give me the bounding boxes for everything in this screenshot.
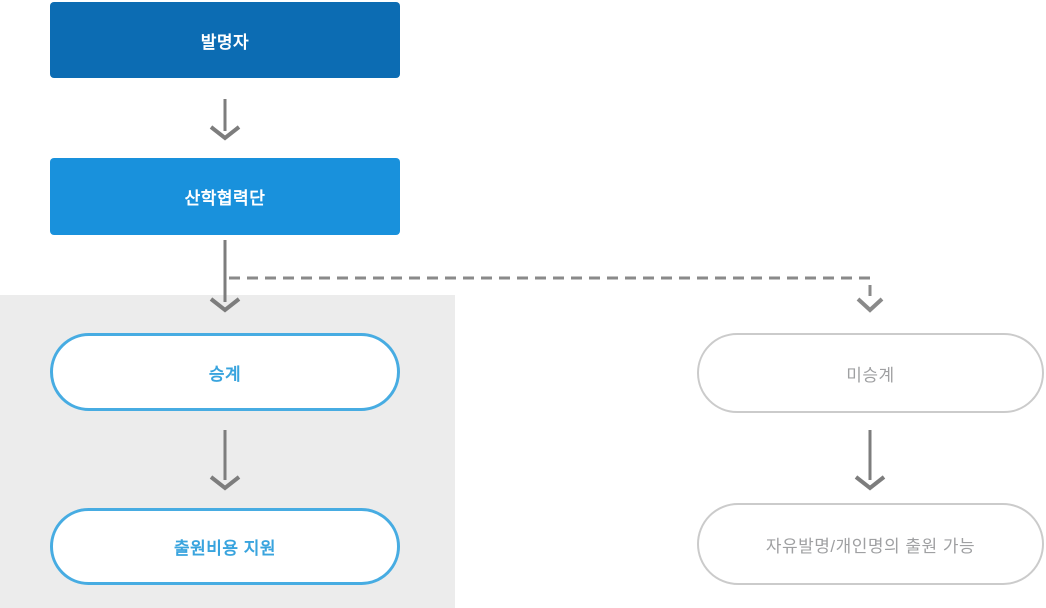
node-cost-support-label: 출원비용 지원	[173, 539, 277, 558]
node-free-invention-label: 자유발명/개인명의 출원 가능	[765, 536, 976, 556]
node-foundation-label: 산학협력단	[184, 189, 266, 208]
node-succession: 승계	[50, 333, 400, 411]
node-succession-label: 승계	[208, 364, 242, 384]
node-inventor: 발명자	[50, 2, 400, 78]
arrow-inventor-to-foundation	[209, 99, 241, 141]
arrow-non-succession-to-free-invention	[854, 430, 886, 491]
node-foundation: 산학협력단	[50, 158, 400, 235]
node-non-succession: 미승계	[697, 333, 1044, 413]
node-cost-support: 출원비용 지원	[50, 508, 400, 585]
node-inventor-label: 발명자	[200, 32, 250, 52]
node-non-succession-label: 미승계	[846, 365, 895, 385]
node-free-invention: 자유발명/개인명의 출원 가능	[697, 503, 1044, 585]
